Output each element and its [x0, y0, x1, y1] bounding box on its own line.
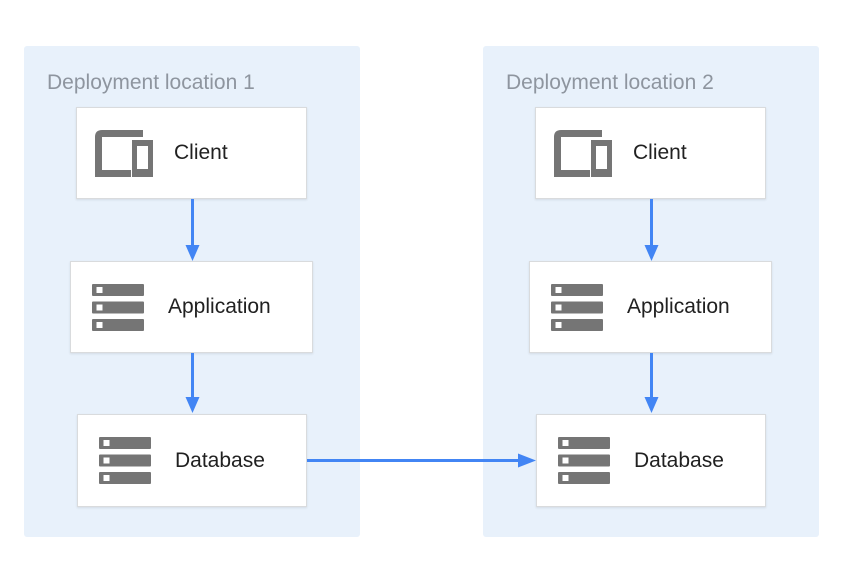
node-label-client-2: Client: [633, 141, 687, 164]
node-client-1: Client: [76, 107, 307, 199]
node-client-2: Client: [535, 107, 766, 199]
devices-icon: [95, 129, 153, 177]
node-label-application-1: Application: [168, 295, 271, 318]
server-stack-icon: [548, 283, 606, 331]
node-application-2: Application: [529, 261, 772, 353]
node-label-client-1: Client: [174, 141, 228, 164]
server-stack-icon: [89, 283, 147, 331]
panel-title-2: Deployment location 2: [506, 71, 714, 94]
devices-icon: [554, 129, 612, 177]
deployment-location-2-panel: Deployment location 2 Client Application…: [483, 46, 819, 537]
panel-title-1: Deployment location 1: [47, 71, 255, 94]
node-label-database-1: Database: [175, 448, 265, 472]
node-database-2: Database: [536, 414, 766, 507]
server-stack-icon: [555, 437, 613, 484]
node-database-1: Database: [77, 414, 307, 507]
server-stack-icon: [96, 437, 154, 484]
node-label-application-2: Application: [627, 295, 730, 318]
node-application-1: Application: [70, 261, 313, 353]
deployment-location-1-panel: Deployment location 1 Client Application…: [24, 46, 360, 537]
node-label-database-2: Database: [634, 448, 724, 472]
